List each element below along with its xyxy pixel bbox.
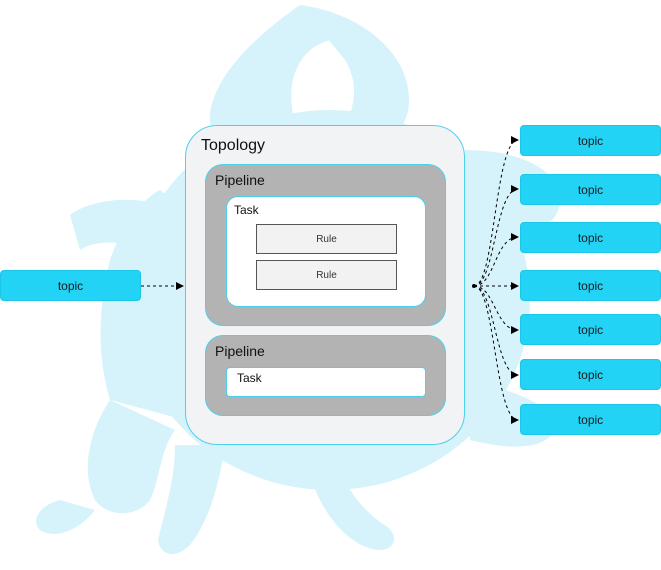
fanout-arrow-6 bbox=[473, 285, 519, 379]
pipeline-1-task: Task Rule Rule bbox=[226, 196, 426, 307]
topology-title: Topology bbox=[201, 137, 266, 154]
rule-2-label: Rule bbox=[316, 269, 337, 281]
input-topic[interactable]: topic bbox=[0, 270, 141, 301]
pipeline-2: Pipeline Task bbox=[205, 335, 446, 416]
rule-1-label: Rule bbox=[316, 233, 337, 245]
fanout-arrow-2 bbox=[473, 185, 519, 287]
output-topic-5[interactable]: topic bbox=[520, 314, 661, 345]
pipeline-2-task: Task bbox=[226, 367, 426, 397]
topology-container: Topology Pipeline Task Rule Rule Pipelin… bbox=[185, 125, 465, 445]
fanout-arrow-7 bbox=[473, 285, 519, 424]
fanout-arrow-3 bbox=[473, 233, 519, 287]
input-topic-label: topic bbox=[57, 278, 84, 293]
output-topic-7-label: topic bbox=[577, 412, 604, 427]
fanout-arrow-1 bbox=[473, 136, 519, 287]
output-topic-6[interactable]: topic bbox=[520, 359, 661, 390]
rule-1: Rule bbox=[256, 224, 397, 254]
output-topic-1-label: topic bbox=[577, 133, 604, 148]
output-topic-3[interactable]: topic bbox=[520, 222, 661, 253]
fanout-arrow-5 bbox=[473, 285, 519, 334]
rule-2: Rule bbox=[256, 260, 397, 290]
output-topic-3-label: topic bbox=[577, 230, 604, 245]
pipeline-1: Pipeline Task Rule Rule bbox=[205, 164, 446, 326]
output-topic-6-label: topic bbox=[577, 367, 604, 382]
fanout-origin-dot bbox=[472, 284, 476, 288]
output-topic-1[interactable]: topic bbox=[520, 125, 661, 156]
output-topic-4-label: topic bbox=[577, 278, 604, 293]
pipeline-1-task-title: Task bbox=[234, 203, 259, 217]
output-topic-4[interactable]: topic bbox=[520, 270, 661, 301]
pipeline-1-title: Pipeline bbox=[215, 172, 265, 188]
pipeline-2-title: Pipeline bbox=[215, 343, 265, 359]
output-topic-2-label: topic bbox=[577, 182, 604, 197]
output-topic-7[interactable]: topic bbox=[520, 404, 661, 435]
output-topic-5-label: topic bbox=[577, 322, 604, 337]
pipeline-2-task-title: Task bbox=[237, 371, 262, 385]
